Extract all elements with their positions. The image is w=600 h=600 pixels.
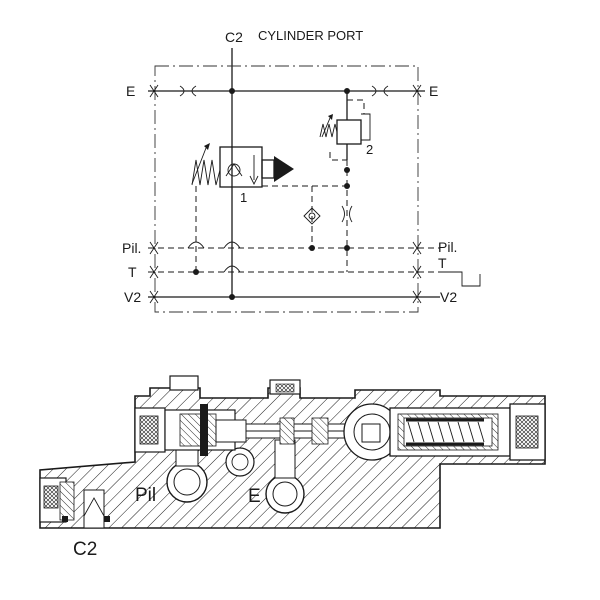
e-label-right: E	[429, 83, 438, 99]
t-label-left: T	[128, 264, 137, 280]
check-spool	[164, 379, 347, 456]
pil-label-right: Pil.	[438, 239, 457, 255]
valve-2-relief-valve: 2	[319, 91, 373, 272]
valve-1-check-valve: 1	[191, 143, 344, 205]
tank-symbol	[440, 271, 481, 287]
cylinder-port-label: C2	[225, 29, 243, 45]
e-restrictor-right	[371, 85, 389, 97]
section-pil-label: Pil	[135, 485, 156, 506]
section-c2-label: C2	[73, 539, 97, 560]
section-e-label: E	[248, 486, 261, 507]
pilot-port-bore	[166, 447, 208, 503]
e-label-left: E	[126, 83, 135, 99]
e-left-cross	[149, 84, 159, 98]
e-port-bore	[265, 439, 305, 514]
relief-cartridge	[343, 403, 546, 461]
e-right-cross	[412, 84, 422, 98]
valve-1-label: 1	[240, 190, 247, 205]
valve-2-label: 2	[366, 142, 373, 157]
hydraulic-schematic: C2 CYLINDER PORT E E Pil. Pil. T T V2	[122, 28, 481, 313]
c2-port-fitting	[39, 477, 110, 529]
e-restrictor-left	[179, 85, 197, 97]
t-label-right: T	[438, 255, 447, 271]
v2-label-left: V2	[124, 289, 141, 305]
pilot-check	[193, 186, 321, 275]
valve-envelope	[154, 65, 419, 313]
pil-label-left: Pil.	[122, 240, 141, 256]
v2-label-right: V2	[440, 289, 457, 305]
relief-spring	[403, 417, 493, 447]
cylinder-port-title: CYLINDER PORT	[258, 28, 363, 43]
section-view: Pil E C2	[39, 375, 546, 560]
